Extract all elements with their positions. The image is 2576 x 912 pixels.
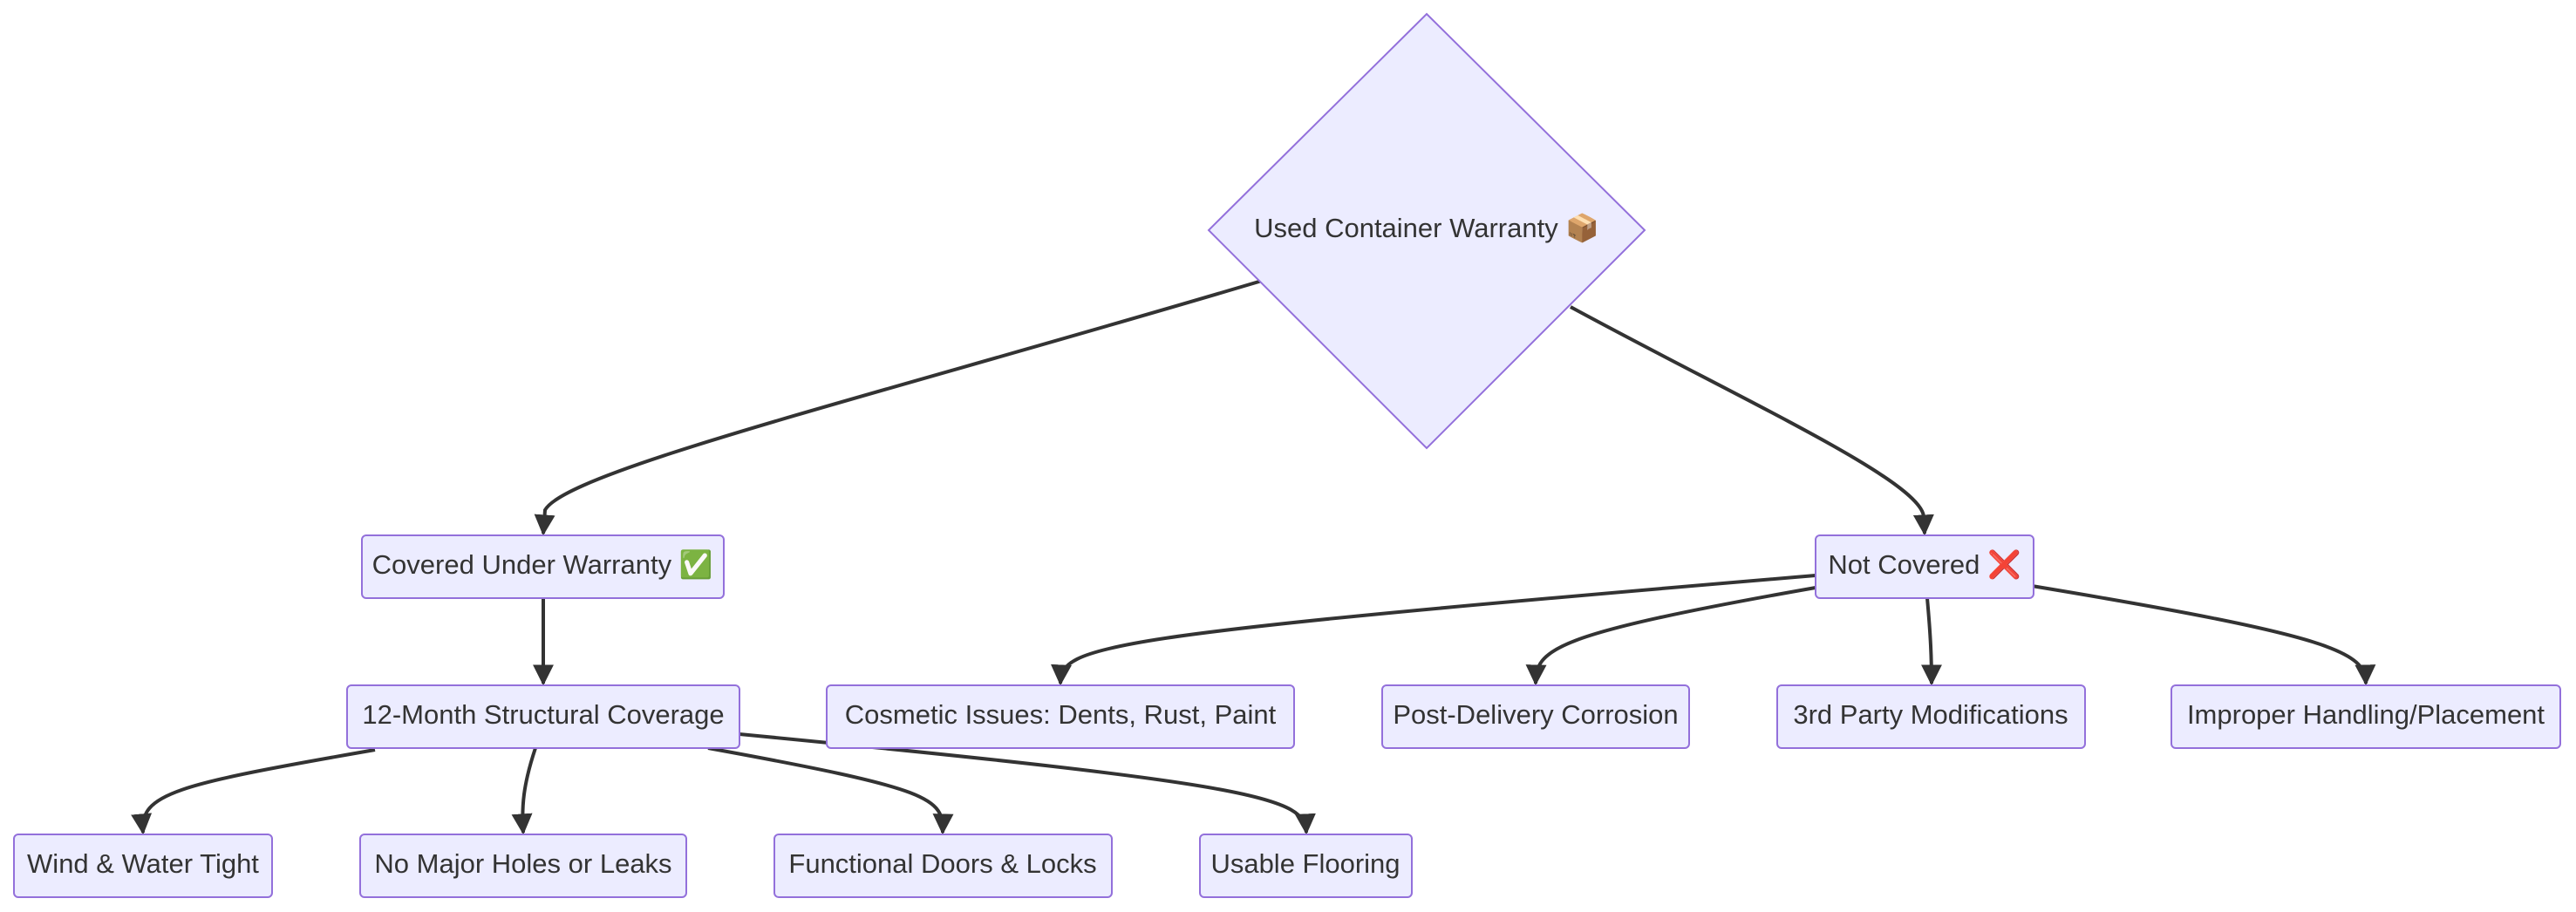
structural-box <box>346 684 740 749</box>
handling-label: Improper Handling/Placement <box>2187 699 2545 730</box>
no-holes-box <box>359 834 687 898</box>
edge-not-covered-to-corrosion <box>1525 586 1816 686</box>
corrosion-label: Post-Delivery Corrosion <box>1393 699 1678 730</box>
edge-not-covered-to-cosmetic <box>1051 574 1816 686</box>
edge-structural-to-doors-locks <box>707 746 954 835</box>
not-covered-box <box>1815 534 2034 599</box>
edge-not-covered-to-handling <box>2031 584 2376 686</box>
doors-locks-label: Functional Doors & Locks <box>788 848 1096 879</box>
cosmetic-label: Cosmetic Issues: Dents, Rust, Paint <box>845 699 1277 730</box>
doors-locks-box <box>773 834 1113 898</box>
covered-label: Covered Under Warranty ✅ <box>372 548 713 580</box>
not-covered-label: Not Covered ❌ <box>1828 548 2021 581</box>
corrosion-box <box>1381 684 1690 749</box>
structural-label: 12-Month Structural Coverage <box>362 699 724 730</box>
node-not-covered: Not Covered ❌ <box>1815 534 2034 599</box>
node-root: Used Container Warranty 📦 <box>1207 12 1646 450</box>
edge-not-covered-to-modifications <box>1920 597 1942 686</box>
node-handling: Improper Handling/Placement <box>2171 684 2561 749</box>
node-covered: Covered Under Warranty ✅ <box>361 534 725 599</box>
edges <box>131 279 2376 835</box>
edge-root-to-covered <box>534 279 1263 536</box>
root-label: Used Container Warranty 📦 <box>1254 212 1599 243</box>
flooring-label: Usable Flooring <box>1210 848 1400 879</box>
node-flooring: Usable Flooring <box>1199 834 1413 898</box>
node-cosmetic: Cosmetic Issues: Dents, Rust, Paint <box>826 684 1295 749</box>
node-no-holes: No Major Holes or Leaks <box>359 834 687 898</box>
node-modifications: 3rd Party Modifications <box>1776 684 2086 749</box>
cosmetic-box <box>826 684 1295 749</box>
edge-structural-to-wind-water <box>131 748 376 835</box>
node-structural: 12-Month Structural Coverage <box>346 684 740 749</box>
modifications-label: 3rd Party Modifications <box>1793 699 2068 730</box>
node-corrosion: Post-Delivery Corrosion <box>1381 684 1690 749</box>
handling-box <box>2171 684 2561 749</box>
node-wind-water: Wind & Water Tight <box>13 834 273 898</box>
edge-structural-to-flooring <box>739 732 1316 835</box>
modifications-box <box>1776 684 2086 749</box>
wind-water-label: Wind & Water Tight <box>27 848 259 879</box>
decision-diamond <box>1207 12 1646 450</box>
flooring-box <box>1199 834 1413 898</box>
node-doors-locks: Functional Doors & Locks <box>773 834 1113 898</box>
covered-box <box>361 534 725 599</box>
edge-structural-to-no-holes <box>511 747 537 835</box>
wind-water-box <box>13 834 273 898</box>
edge-root-to-not-covered <box>1570 305 1934 536</box>
no-holes-label: No Major Holes or Leaks <box>374 848 671 879</box>
